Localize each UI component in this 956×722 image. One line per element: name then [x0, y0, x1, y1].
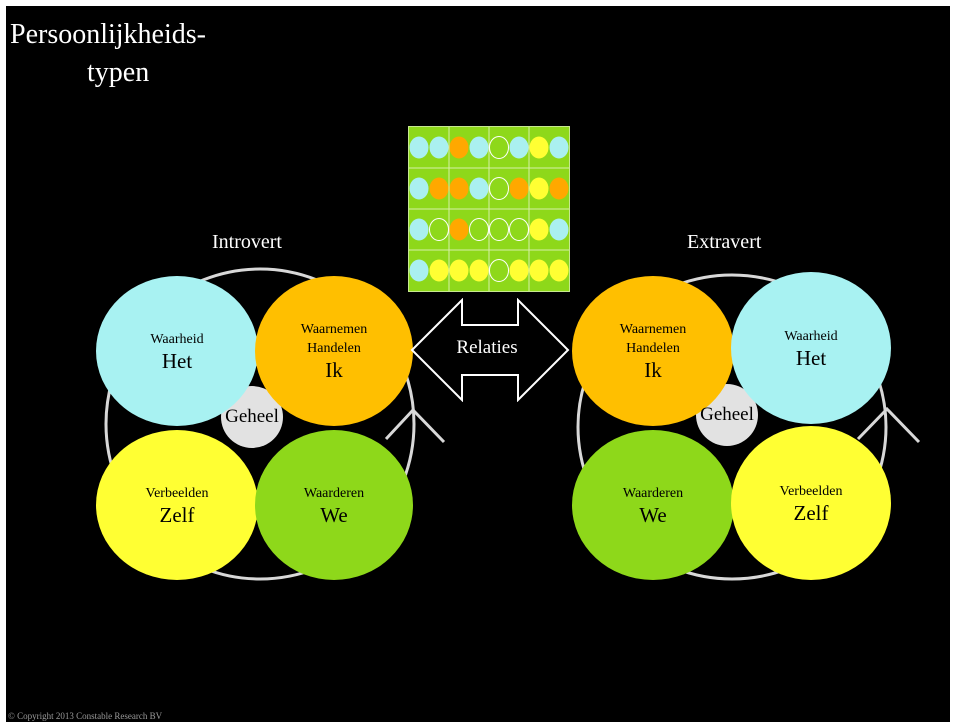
introvert-waarheid-circle: Waarheid Het — [96, 276, 258, 426]
extravert-waarheid-word: Het — [795, 345, 827, 370]
pattern-dot — [449, 259, 469, 282]
pattern-dot — [409, 218, 429, 241]
introvert-waarderen-label: Waarderen — [303, 485, 365, 501]
extravert-outline-ellipse — [576, 273, 888, 581]
pattern-dot — [469, 177, 489, 200]
extravert-verbeelden-word: Zelf — [793, 500, 829, 525]
introvert-y-stroke — [384, 407, 446, 444]
pattern-svg — [409, 127, 569, 291]
introvert-outline-ellipse — [104, 267, 416, 581]
introvert-geheel-label: Geheel — [225, 406, 279, 427]
introvert-heading: Introvert — [212, 231, 282, 253]
outline-shapes — [104, 267, 921, 581]
extravert-waarderen-label: Waarderen — [622, 485, 684, 501]
pattern-dot — [509, 259, 529, 282]
introvert-verbeelden-word: Zelf — [159, 502, 195, 527]
pattern-dot — [549, 136, 569, 159]
pattern-dot — [429, 136, 449, 159]
title-line-2: typen — [87, 57, 150, 88]
introvert-verbeelden-circle: Verbeelden Zelf — [96, 430, 258, 580]
pattern-dot — [509, 136, 529, 159]
pattern-dot — [449, 218, 469, 241]
double-arrow-icon — [410, 298, 570, 402]
pattern-dot — [529, 259, 549, 282]
pattern-dot — [429, 259, 449, 282]
extravert-waarnemen-circle: Waarnemen Handelen Ik — [572, 276, 734, 426]
pattern-dot — [549, 259, 569, 282]
extravert-heading: Extravert — [687, 231, 762, 253]
pattern-dot — [409, 259, 429, 282]
extravert-verbeelden-circle: Verbeelden Zelf — [731, 426, 891, 580]
pattern-dot — [509, 218, 529, 241]
pattern-dot — [469, 136, 489, 159]
pattern-dot — [489, 177, 509, 200]
extravert-waarheid-circle: Waarheid Het — [731, 272, 891, 424]
pattern-dot — [509, 177, 529, 200]
pattern-dot — [429, 177, 449, 200]
extravert-waarderen-circle: Waarderen We — [572, 430, 734, 580]
introvert-waarheid-label: Waarheid — [150, 331, 204, 347]
extravert-waarnemen-word: Ik — [644, 358, 662, 382]
extravert-y-stroke — [856, 406, 921, 444]
pattern-dot — [429, 218, 449, 241]
pattern-dot — [549, 218, 569, 241]
pattern-grid — [408, 126, 570, 292]
pattern-dot — [449, 177, 469, 200]
introvert-waarheid-word: Het — [161, 348, 193, 373]
introvert-verbeelden-label: Verbeelden — [145, 485, 209, 501]
pattern-dot — [409, 136, 429, 159]
introvert-waarderen-word: We — [320, 502, 348, 527]
extravert-geheel-label: Geheel — [700, 404, 754, 425]
extravert-waarheid-label: Waarheid — [784, 328, 838, 344]
pattern-dot — [469, 218, 489, 241]
pattern-dot — [529, 218, 549, 241]
pattern-dot — [449, 136, 469, 159]
slide-title: Persoonlijkheids- typen — [10, 16, 206, 92]
pattern-dot — [529, 177, 549, 200]
extravert-verbeelden-label: Verbeelden — [779, 483, 843, 499]
pattern-dot — [489, 136, 509, 159]
introvert-waarnemen-label-1: Waarnemen — [300, 322, 368, 337]
relaties-label: Relaties — [456, 337, 518, 358]
pattern-dot — [469, 259, 489, 282]
extravert-waarderen-word: We — [639, 502, 667, 527]
extravert-waarnemen-label-2: Handelen — [626, 341, 680, 356]
pattern-dot — [409, 177, 429, 200]
title-line-1: Persoonlijkheids- — [10, 19, 206, 50]
extravert-waarnemen-label-1: Waarnemen — [619, 322, 687, 337]
slide: Persoonlijkheids- typen Introvert Geheel… — [6, 6, 950, 722]
pattern-dot — [549, 177, 569, 200]
copyright-notice: © Copyright 2013 Constable Research BV — [8, 711, 163, 721]
pattern-dot — [489, 218, 509, 241]
introvert-waarnemen-circle: Waarnemen Handelen Ik — [255, 276, 413, 426]
pattern-dot — [489, 259, 509, 282]
introvert-waarderen-circle: Waarderen We — [255, 430, 413, 580]
introvert-waarnemen-label-2: Handelen — [307, 341, 361, 356]
introvert-waarnemen-word: Ik — [325, 358, 343, 382]
pattern-dot — [529, 136, 549, 159]
